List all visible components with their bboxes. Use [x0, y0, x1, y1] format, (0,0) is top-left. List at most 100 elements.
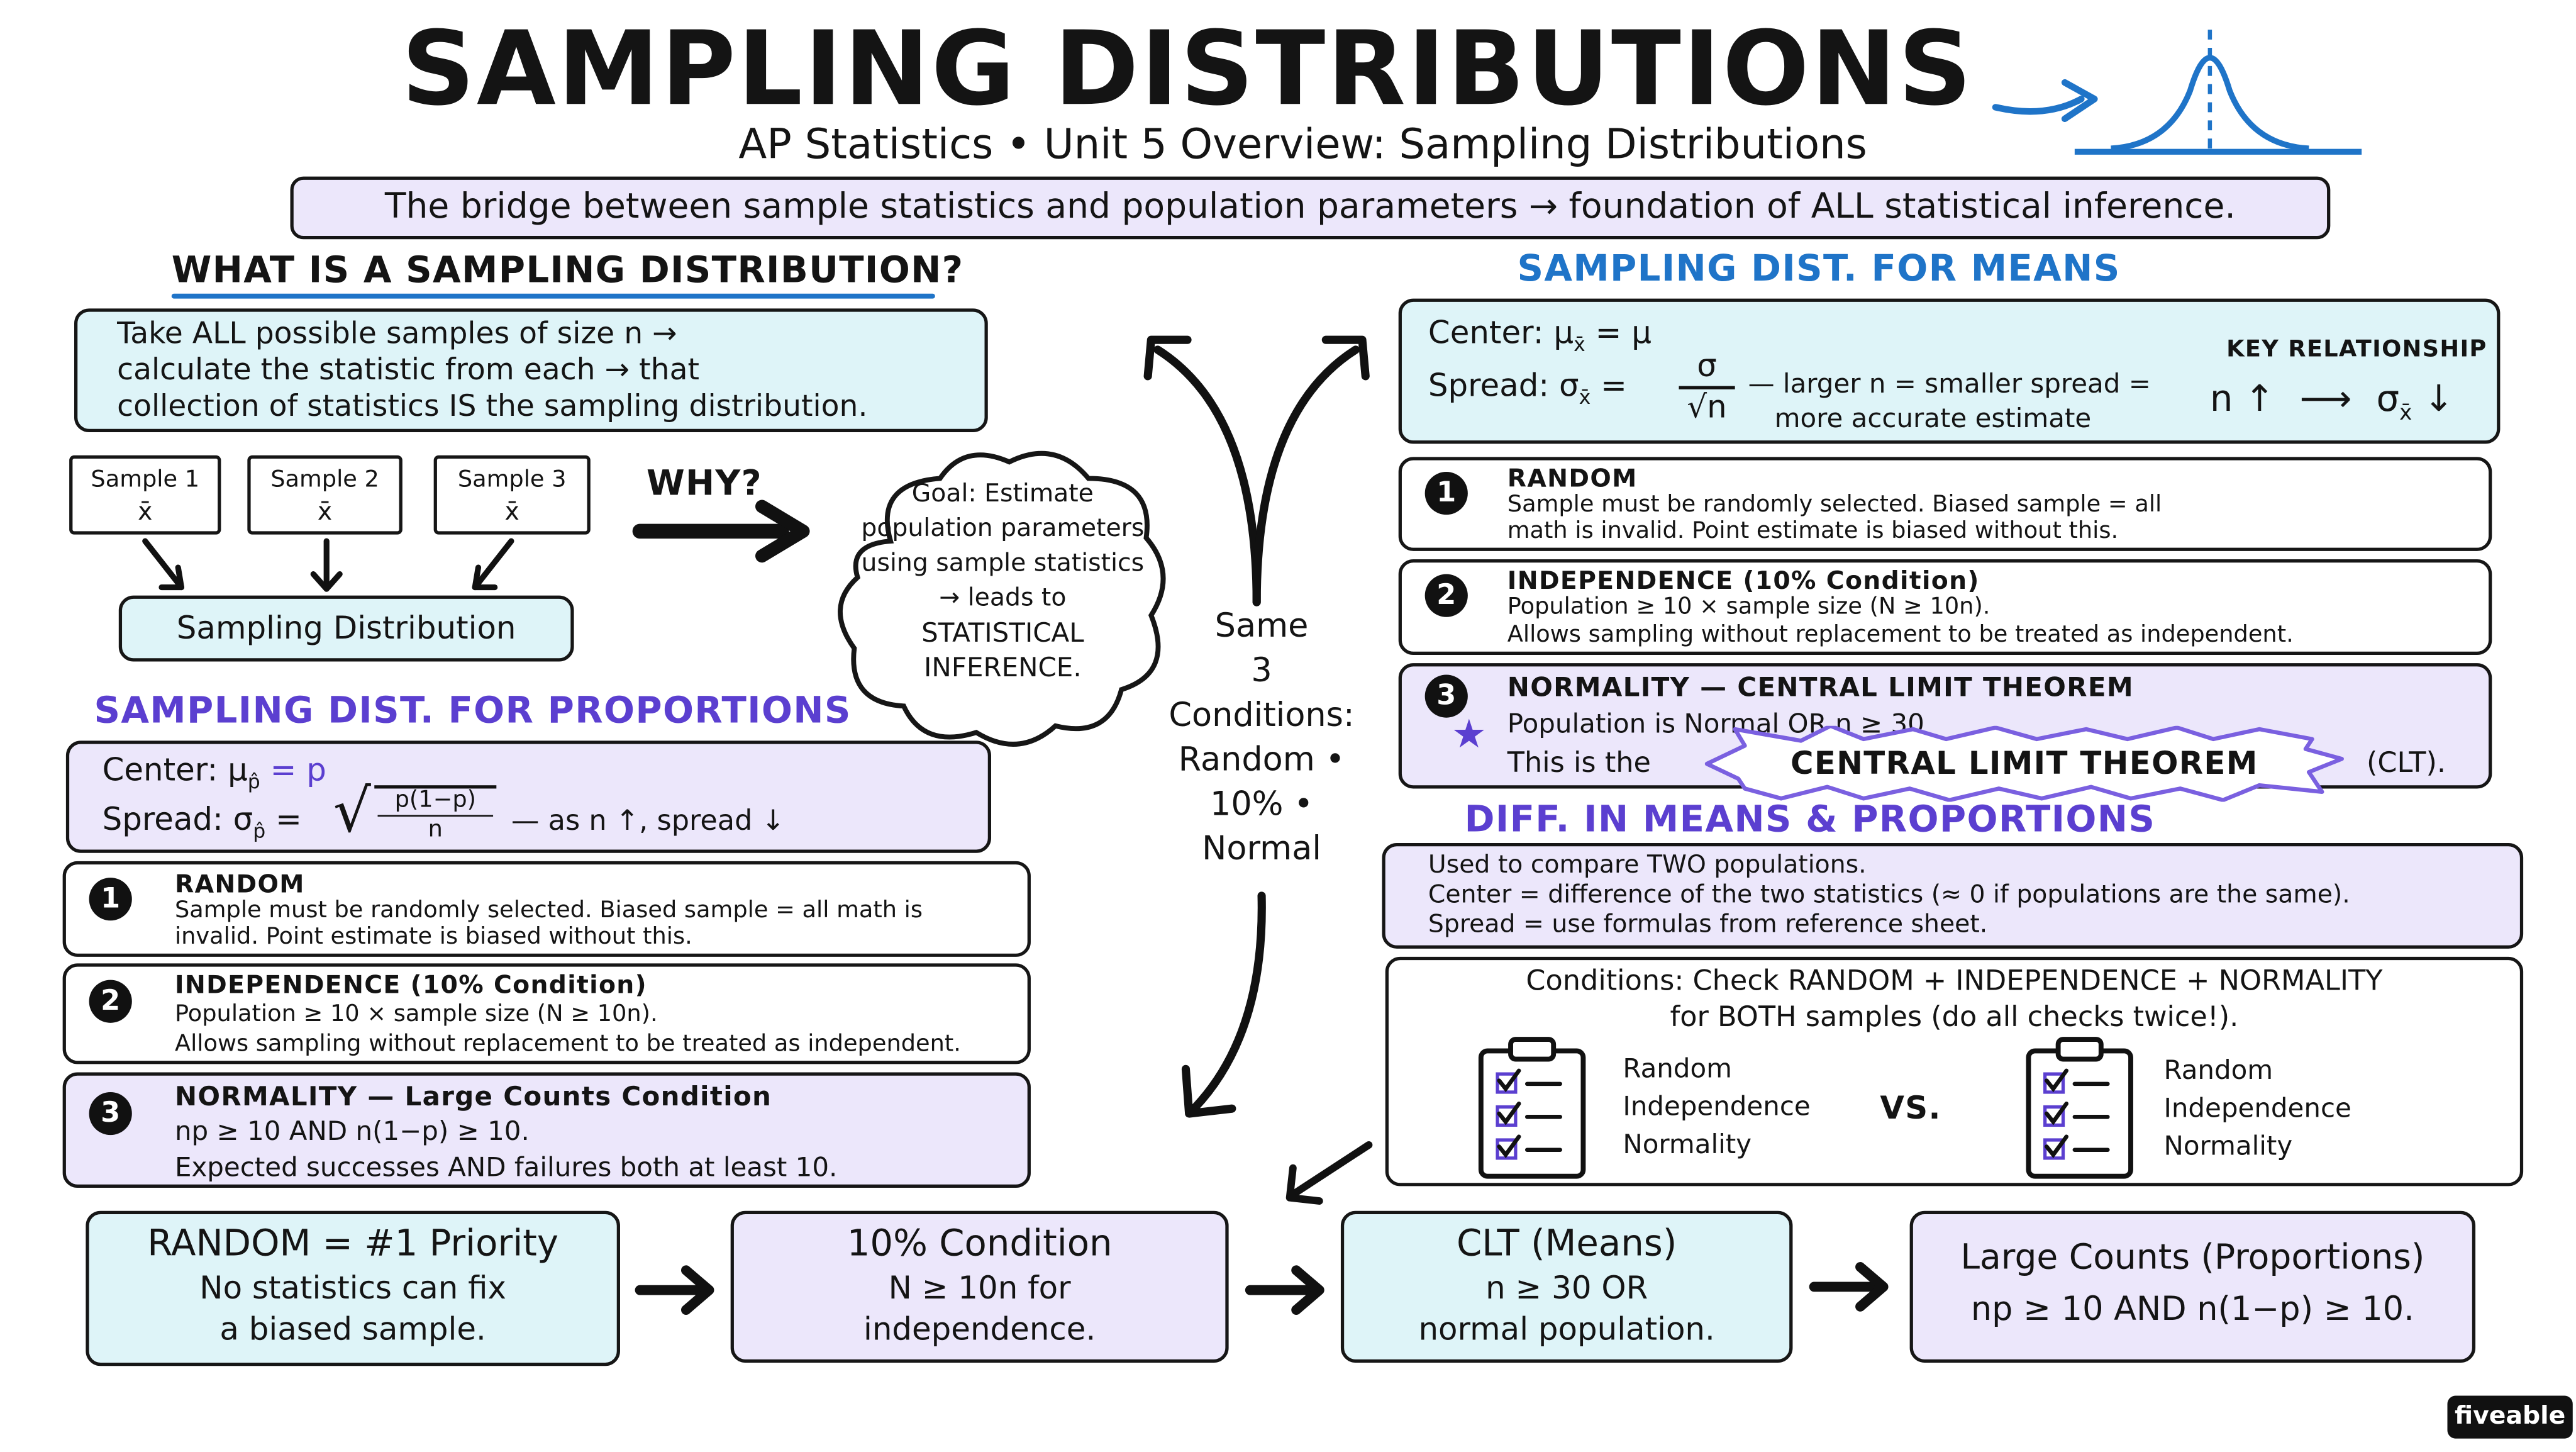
clt-badge-text: CENTRAL LIMIT THEOREM: [1790, 746, 2258, 782]
what-is-heading: WHAT IS A SAMPLING DISTRIBUTION?: [171, 250, 964, 293]
checklist-item: Normality: [2163, 1130, 2293, 1162]
checklist-item: Random: [1623, 1053, 1733, 1084]
spread-note-2: more accurate estimate: [1774, 402, 2092, 434]
center-equation: = p: [270, 752, 326, 789]
means-formula-box: Center: μx̄ = μ Spread: σx̄ = σ √n — lar…: [1398, 298, 2501, 444]
center-note-line: Same: [1214, 605, 1309, 645]
condition-number: 3: [89, 1092, 132, 1136]
why-arrow: [632, 500, 810, 563]
diff-line-1: Used to compare TWO populations.: [1428, 849, 1867, 880]
proportions-heading: SAMPLING DIST. FOR PROPORTIONS: [94, 691, 852, 733]
means-heading: SAMPLING DIST. FOR MEANS: [1517, 249, 2121, 291]
spread-fraction: p(1−p) n: [377, 787, 494, 845]
clipboard-icon: [1478, 1037, 1586, 1179]
center-down-arrow: [1181, 891, 1266, 1118]
condition-number: 1: [1424, 471, 1468, 515]
center-note-line: Random •: [1178, 739, 1345, 779]
condition-line: Population ≥ 10 × sample size (N ≥ 10n).: [174, 1001, 658, 1028]
center-label: Center:: [1428, 315, 1544, 352]
condition-line: math is invalid. Point estimate is biase…: [1507, 518, 2119, 545]
center-equation: = μ: [1595, 315, 1652, 352]
summary-title: CLT (Means): [1457, 1224, 1677, 1266]
page-title: SAMPLING DISTRIBUTIONS: [401, 8, 1974, 129]
diff-conditions-line-1: Conditions: Check RANDOM + INDEPENDENCE …: [1526, 965, 2383, 998]
summary-ten-percent: 10% Condition N ≥ 10n for independence.: [730, 1210, 1229, 1363]
spread-symbol: σ: [1559, 367, 1579, 405]
condition-line: Sample must be randomly selected. Biased…: [1507, 491, 2162, 518]
condition-line: Expected successes AND failures both at …: [174, 1151, 838, 1183]
diff-line-3: Spread = use formulas from reference she…: [1428, 908, 1988, 939]
summary-line: normal population.: [1418, 1311, 1715, 1348]
definition-line-2: calculate the statistic from each → that: [117, 353, 700, 388]
center-subscript: p̂: [247, 770, 260, 793]
spread-note: — as n ↑, spread ↓: [511, 805, 785, 839]
cloud-line-6: INFERENCE.: [924, 651, 1082, 683]
brand-text: fiveable: [2454, 1400, 2566, 1431]
key-arrow: ⟶: [2299, 379, 2352, 421]
diff-conditions-box: Conditions: Check RANDOM + INDEPENDENCE …: [1385, 956, 2524, 1187]
checklist-item: Random: [2163, 1054, 2273, 1086]
proportions-formula-box: Center: μp̂ = p Spread: σp̂ = √ p(1−p) n…: [65, 740, 992, 853]
cloud-line-2: population parameters: [861, 513, 1145, 543]
spread-subscript: x̄: [1579, 386, 1591, 409]
diff-box: Used to compare TWO populations. Center …: [1382, 842, 2524, 949]
cloud-line-5: STATISTICAL: [921, 617, 1084, 649]
sample-label: Sample 1: [91, 467, 200, 494]
sample-arrows: [142, 538, 514, 592]
center-note-line: Normal: [1202, 828, 1321, 868]
key-relationship-title: KEY RELATIONSHIP: [2226, 336, 2487, 363]
summary-title: Large Counts (Proportions): [1960, 1237, 2425, 1277]
summary-line: independence.: [863, 1311, 1096, 1348]
fraction-denominator: √n: [1687, 389, 1727, 426]
definition-line-3: collection of statistics IS the sampling…: [117, 389, 868, 424]
page-subtitle: AP Statistics • Unit 5 Overview: Samplin…: [738, 120, 1867, 169]
key-right: σ: [2376, 379, 2400, 421]
fraction-numerator: σ: [1679, 348, 1735, 389]
center-note-line: 3: [1251, 650, 1272, 690]
cloud-line-3: using sample statistics: [861, 547, 1145, 578]
condition-number: 1: [89, 878, 132, 921]
sqrt-sign: √: [333, 778, 371, 847]
definition-box: Take ALL possible samples of size n → ca…: [74, 308, 988, 433]
sample-box-3: Sample 3 x̄: [433, 455, 591, 535]
checklist-left: Random Independence Normality: [1623, 1049, 1810, 1163]
center-note-line: Conditions:: [1169, 694, 1355, 734]
condition-number: 2: [89, 980, 132, 1023]
condition-title: RANDOM: [1507, 463, 1638, 494]
spread-symbol: σ: [233, 801, 253, 839]
spread-label: Spread:: [1428, 367, 1550, 405]
condition-title: INDEPENDENCE (10% Condition): [174, 969, 647, 1000]
means-fraction: σ √n: [1679, 348, 1735, 427]
key-relationship: n ↑ ⟶ σx̄ ↓: [2210, 378, 2454, 438]
clt-prefix: This is the: [1507, 747, 1652, 781]
why-label: WHY?: [646, 463, 762, 503]
condition-line: Allows sampling without replacement to b…: [174, 1030, 961, 1058]
fork-arrows: [1143, 335, 1370, 606]
condition-title: RANDOM: [174, 869, 305, 900]
vs-label: VS.: [1880, 1090, 1941, 1127]
banner-text: The bridge between sample statistics and…: [384, 186, 2236, 226]
bell-curve-icon: [1992, 30, 2362, 155]
what-is-underline: [171, 293, 935, 299]
sample-stat: x̄: [504, 496, 519, 527]
center-note-line: 10% •: [1209, 783, 1314, 824]
means-condition-independence: 2 INDEPENDENCE (10% Condition) Populatio…: [1398, 559, 2492, 656]
banner: The bridge between sample statistics and…: [290, 176, 2331, 240]
means-center: Center: μx̄ = μ: [1428, 312, 1652, 366]
means-condition-random: 1 RANDOM Sample must be randomly selecte…: [1398, 457, 2492, 551]
cloud-line-1: Goal: Estimate: [911, 478, 1094, 508]
sampling-distribution-label: Sampling Distribution: [176, 610, 516, 647]
cloud-line-4: → leads to: [939, 582, 1067, 612]
key-left: n ↑: [2209, 379, 2275, 421]
condition-line: invalid. Point estimate is biased withou…: [174, 924, 692, 951]
sampling-distribution-box: Sampling Distribution: [118, 595, 574, 662]
checklist-right: Random Independence Normality: [2163, 1051, 2351, 1164]
sample-label: Sample 2: [270, 467, 379, 494]
summary-line: n ≥ 30 OR: [1485, 1270, 1648, 1307]
condition-line: Sample must be randomly selected. Biased…: [174, 897, 923, 924]
proportions-spread: Spread: σp̂ =: [102, 801, 302, 843]
key-right-subscript: x̄: [2399, 401, 2412, 427]
key-right-direction: ↓: [2423, 379, 2455, 421]
center-symbol: μ: [228, 752, 248, 789]
sample-box-1: Sample 1 x̄: [69, 455, 221, 535]
